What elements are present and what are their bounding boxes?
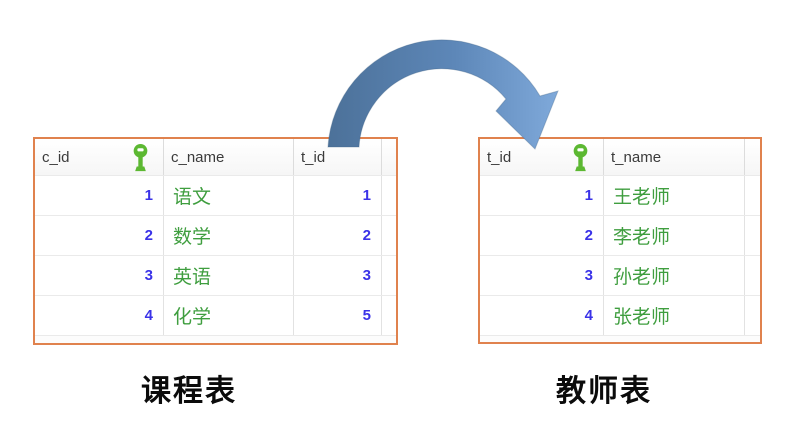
- cell-c_id: 4: [35, 296, 164, 335]
- column-header-label: c_id: [42, 148, 70, 166]
- table-caption-teachers: 教师表: [556, 375, 652, 408]
- cell-c_name: 化学: [164, 296, 294, 335]
- row-filler: [745, 296, 760, 335]
- header-filler: [382, 139, 396, 175]
- cell-c_name: 英语: [164, 256, 294, 295]
- curved-arrow-shape: [327, 39, 559, 150]
- table-header-row: t_id t_name: [480, 139, 760, 175]
- column-header-c_name: c_name: [164, 139, 294, 175]
- table-courses: c_id c_name t_id 1 语文 1 2: [33, 137, 398, 345]
- row-filler: [745, 216, 760, 255]
- cell-t_id: 2: [480, 216, 604, 255]
- table-row: 2 数学 2: [35, 215, 396, 255]
- row-filler: [382, 256, 396, 295]
- cell-t_name: 张老师: [604, 296, 745, 335]
- table-caption-courses: 课程表: [141, 375, 237, 408]
- table-teachers: t_id t_name 1 王老师 2 李老师 3: [478, 137, 762, 344]
- cell-c_id: 1: [35, 176, 164, 215]
- cell-c_name: 数学: [164, 216, 294, 255]
- table-row: 3 孙老师: [480, 255, 760, 295]
- row-filler: [382, 216, 396, 255]
- cell-t_name: 李老师: [604, 216, 745, 255]
- column-header-label: t_name: [611, 148, 662, 166]
- row-filler: [382, 296, 396, 335]
- column-header-t_id: t_id: [480, 139, 604, 175]
- column-header-label: t_id: [487, 148, 512, 166]
- table-row: 1 王老师: [480, 175, 760, 215]
- table-row: 2 李老师: [480, 215, 760, 255]
- cell-t_name: 孙老师: [604, 256, 745, 295]
- table-row: 3 英语 3: [35, 255, 396, 295]
- table-row: 4 张老师: [480, 295, 760, 335]
- primary-key-icon: [133, 143, 148, 171]
- cell-t_name: 王老师: [604, 176, 745, 215]
- cell-c_id: 3: [35, 256, 164, 295]
- column-header-label: t_id: [301, 148, 326, 166]
- header-filler: [745, 139, 760, 175]
- table-bottom-filler: [35, 335, 396, 343]
- primary-key-icon: [573, 143, 588, 171]
- table-bottom-filler: [480, 335, 760, 342]
- cell-c_name: 语文: [164, 176, 294, 215]
- cell-t_id: 5: [294, 296, 382, 335]
- table-header-row: c_id c_name t_id: [35, 139, 396, 175]
- row-filler: [745, 256, 760, 295]
- cell-t_id: 3: [294, 256, 382, 295]
- cell-t_id: 2: [294, 216, 382, 255]
- table-row: 1 语文 1: [35, 175, 396, 215]
- cell-t_id: 3: [480, 256, 604, 295]
- table-row: 4 化学 5: [35, 295, 396, 335]
- column-header-t_name: t_name: [604, 139, 745, 175]
- column-header-label: c_name: [171, 148, 225, 166]
- cell-c_id: 2: [35, 216, 164, 255]
- cell-t_id: 1: [294, 176, 382, 215]
- row-filler: [382, 176, 396, 215]
- column-header-c_id: c_id: [35, 139, 164, 175]
- cell-t_id: 4: [480, 296, 604, 335]
- cell-t_id: 1: [480, 176, 604, 215]
- column-header-t_id: t_id: [294, 139, 382, 175]
- row-filler: [745, 176, 760, 215]
